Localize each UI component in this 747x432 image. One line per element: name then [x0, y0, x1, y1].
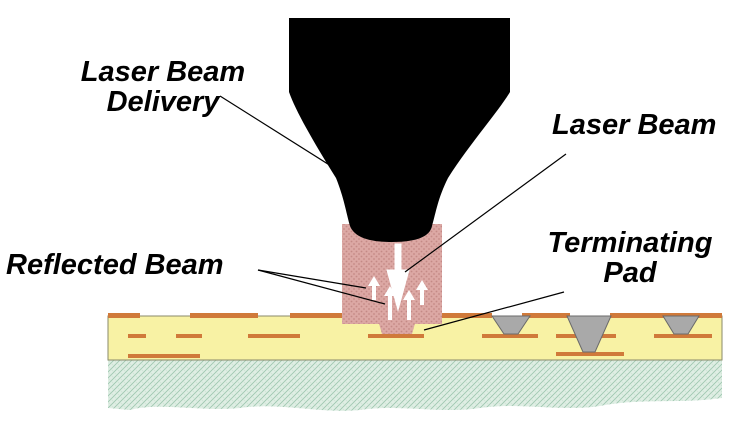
label-reflected-beam: Reflected Beam — [6, 249, 224, 281]
leader-lines — [219, 95, 567, 331]
bottom-copper-traces — [128, 352, 624, 358]
laser-beam-arrow — [386, 243, 410, 312]
label-laser-beam: Laser Beam — [552, 109, 717, 141]
label-terminating-pad-line1: Terminating — [547, 227, 713, 259]
base-layer — [108, 360, 722, 411]
label-laser-beam-delivery: Laser Beam Delivery — [58, 57, 268, 117]
drilled-vias — [491, 315, 700, 353]
label-terminating-pad: Terminating Pad — [520, 228, 740, 288]
label-terminating-pad-line2: Pad — [603, 257, 657, 289]
laser-nozzle — [289, 18, 510, 242]
reflected-beam-arrows — [368, 276, 428, 320]
label-laser-beam-delivery-line1: Laser Beam — [80, 56, 246, 88]
hole-being-drilled — [376, 313, 418, 334]
label-laser-beam-delivery-line2: Delivery — [106, 86, 220, 118]
